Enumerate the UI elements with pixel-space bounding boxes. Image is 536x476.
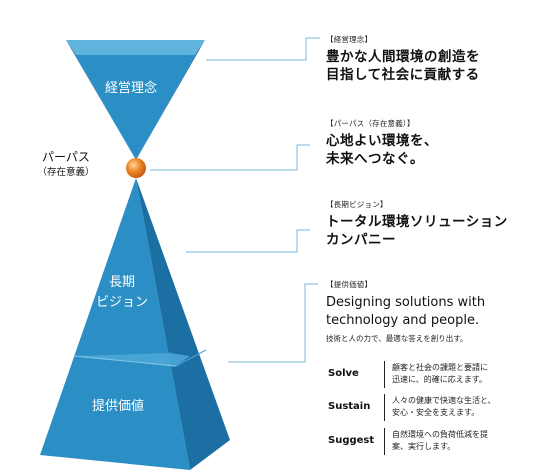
vision-tag: 【長期ビジョン】 xyxy=(326,200,388,209)
connector-value xyxy=(228,283,318,363)
suggest-key: Suggest xyxy=(328,435,375,446)
philosophy-shape-label: 経営理念 xyxy=(105,80,157,96)
purpose-line-2: 未来へつなぐ。 xyxy=(326,151,424,167)
connector-lines xyxy=(150,37,320,363)
philosophy-inverted-pyramid: 経営理念 xyxy=(66,40,205,160)
philosophy-section: 【経営理念】 豊かな人間環境の創造を 目指して社会に貢献する xyxy=(326,34,526,84)
vision-line-2: カンパニー xyxy=(326,232,396,248)
connector-purpose xyxy=(150,144,310,171)
purpose-label-main: パーパス xyxy=(42,150,90,164)
philosophy-line-2: 目指して社会に貢献する xyxy=(326,67,480,83)
philosophy-tag: 【経営理念】 xyxy=(326,35,373,44)
purpose-section: 【パーパス（存在意義）】 心地よい環境を、 未来へつなぐ。 xyxy=(326,118,526,168)
value-note: 技術と人の力で、最適な答えを創り出す。 xyxy=(326,334,468,343)
purpose-line-1: 心地よい環境を、 xyxy=(326,133,438,149)
value-shape-label: 提供価値 xyxy=(92,398,144,414)
vision-section: 【長期ビジョン】 トータル環境ソリューション カンパニー xyxy=(326,199,531,249)
suggest-line-2: 案、実行します。 xyxy=(392,442,456,451)
purpose-tag: 【パーパス（存在意義）】 xyxy=(326,119,415,128)
purpose-label-sub: （存在意義） xyxy=(37,167,95,178)
vision-shape-label-line1: 長期 xyxy=(109,275,135,290)
purpose-label: パーパス （存在意義） xyxy=(34,150,98,180)
purpose-orb xyxy=(126,158,146,178)
solve-line-1: 顧客と社会の課題と要請に xyxy=(392,363,488,372)
vision-shape-label-line2: ビジョン xyxy=(96,295,148,310)
connector-philosophy xyxy=(206,37,320,61)
value-tag: 【提供価値】 xyxy=(326,280,373,289)
sustain-divider xyxy=(384,394,385,421)
solve-key: Solve xyxy=(328,368,359,379)
sustain-line-1: 人々の健康で快適な生活と、 xyxy=(392,396,496,405)
vision-line-1: トータル環境ソリューション xyxy=(326,214,508,230)
philosophy-line-1: 豊かな人間環境の創造を xyxy=(326,49,480,65)
suggest-line-1: 自然環境への負荷低減を提 xyxy=(392,430,488,439)
sustain-line-2: 安心・安全を支えます。 xyxy=(392,408,480,417)
vision-value-pyramid: 長期 ビジョン 提供価値 xyxy=(40,178,230,470)
value-line-2: technology and people. xyxy=(326,313,480,328)
solve-divider xyxy=(384,361,385,388)
connector-vision xyxy=(186,229,310,253)
solve-line-2: 迅速に、的確に応えます。 xyxy=(392,375,487,384)
sustain-key: Sustain xyxy=(328,401,371,412)
value-section: 【提供価値】 Designing solutions with technolo… xyxy=(326,279,531,344)
value-row-sustain: Sustain 人々の健康で快適な生活と、 安心・安全を支えます。 xyxy=(326,394,531,422)
value-row-solve: Solve 顧客と社会の課題と要請に 迅速に、的確に応えます。 xyxy=(326,361,531,389)
suggest-divider xyxy=(384,428,385,455)
value-line-1: Designing solutions with xyxy=(326,295,486,310)
value-row-suggest: Suggest 自然環境への負荷低減を提 案、実行します。 xyxy=(326,428,531,456)
